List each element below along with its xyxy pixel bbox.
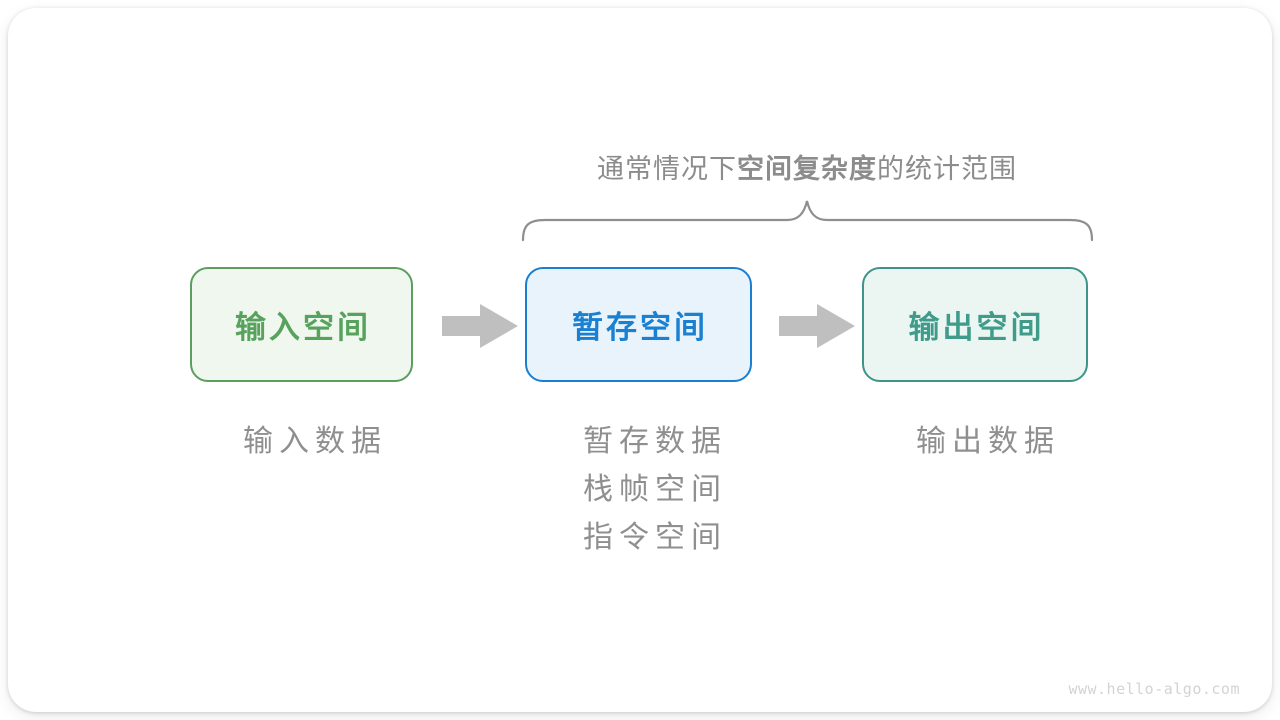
title-suffix: 的统计范围 (877, 154, 1017, 184)
box-temp-space-label: 暂存空间 (572, 310, 708, 345)
watermark: www.hello-algo.com (1068, 680, 1240, 698)
box-input-space-label: 输入空间 (235, 310, 371, 345)
box-output-space: 输出空间 (862, 267, 1088, 382)
diagram-title: 通常情况下空间复杂度的统计范围 (501, 147, 1113, 186)
diagram-card: 通常情况下空间复杂度的统计范围 输入空间 暂存空间 输出空间 输入数据 暂存数据… (8, 8, 1272, 712)
arrow-right-icon (779, 304, 855, 348)
note-instruction-space: 指令空间 (583, 521, 727, 554)
note-output-data: 输出数据 (916, 425, 1060, 458)
note-input-data: 输入数据 (243, 425, 387, 458)
box-input-space: 输入空间 (190, 267, 413, 382)
box-output-space-label: 输出空间 (908, 310, 1045, 345)
title-prefix: 通常情况下 (597, 154, 737, 184)
arrow-right-icon (442, 304, 518, 348)
note-stack-frame-space: 栈帧空间 (583, 473, 727, 506)
note-temp-list: 暂存数据 栈帧空间 指令空间 (583, 418, 727, 562)
curly-brace (521, 200, 1094, 242)
box-temp-space: 暂存空间 (525, 267, 752, 382)
note-temp-data: 暂存数据 (583, 425, 727, 458)
title-keyword: 空间复杂度 (737, 154, 877, 184)
